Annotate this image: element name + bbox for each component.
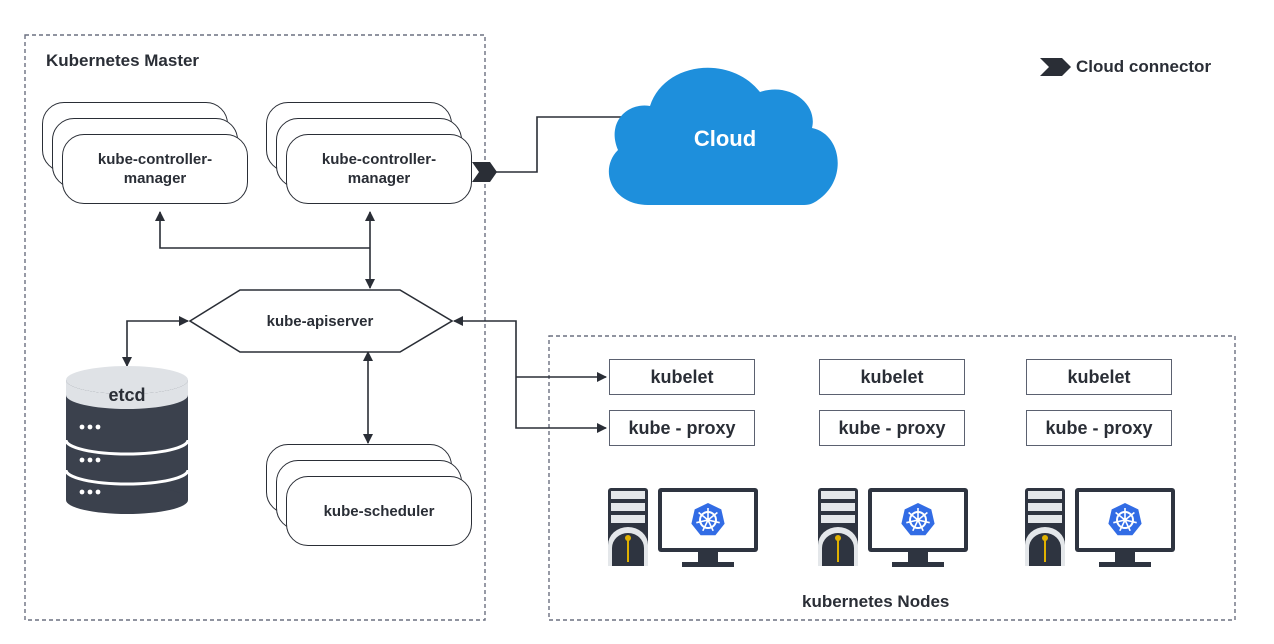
cloud-label: Cloud — [693, 126, 757, 151]
node-1-kubelet: kubelet — [609, 359, 755, 395]
node-3-kubelet: kubelet — [1026, 359, 1172, 395]
controller-manager-2-card-front — [286, 134, 472, 204]
controller-manager-2-label: kube-controller- manager — [321, 151, 437, 187]
edge-cm1-apiserver — [155, 211, 370, 249]
node-1-proxy: kube - proxy — [609, 410, 755, 446]
etcd-label: etcd — [108, 385, 146, 405]
nodes-region — [548, 335, 1236, 621]
etcd-icon — [64, 366, 190, 514]
controller-manager-1-card-front — [62, 134, 248, 204]
edge-cm2-cloud — [495, 112, 641, 173]
master-title: Kubernetes Master — [46, 51, 200, 70]
node-2-kubelet: kubelet — [819, 359, 965, 395]
edge-apiserver-nodes — [453, 316, 607, 433]
legend-label: Cloud connector — [1076, 57, 1212, 76]
cloud-shape — [608, 67, 838, 205]
node-3-proxy: kube - proxy — [1026, 410, 1172, 446]
computer-icon-2 — [818, 488, 968, 567]
computer-icon-1 — [608, 488, 758, 567]
apiserver-label: kube-apiserver — [266, 312, 374, 330]
controller-manager-1-label: kube-controller- manager — [97, 151, 213, 187]
legend-connector-icon — [1040, 58, 1071, 76]
node-2-proxy: kube - proxy — [819, 410, 965, 446]
nodes-title: kubernetes Nodes — [802, 592, 950, 611]
cloud-connector-icon — [472, 162, 497, 182]
edge-etcd-apiserver — [122, 316, 189, 367]
scheduler-card-front — [286, 476, 472, 546]
apiserver-shape — [188, 289, 454, 353]
computer-icon-3 — [1025, 488, 1175, 567]
scheduler-label: kube-scheduler — [323, 502, 435, 520]
